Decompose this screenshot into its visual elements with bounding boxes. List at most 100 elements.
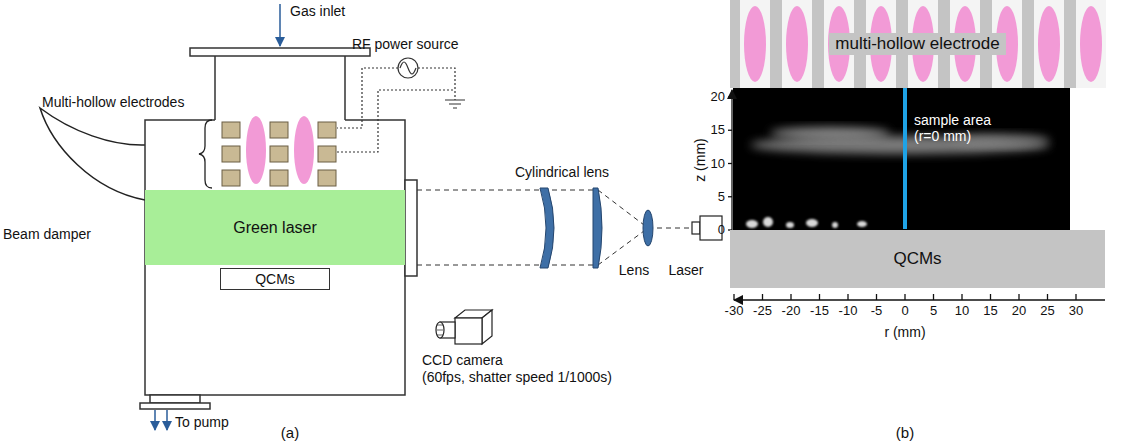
tick-label: -25 [753,304,772,319]
plasma-photo [806,219,818,227]
node-label: QCMs [255,271,295,287]
axes [1018,294,1019,300]
hollow-electrodes [270,146,288,162]
sample-line [905,88,906,229]
axes [728,96,732,97]
axes [790,294,791,300]
axes [762,294,763,300]
optics [540,188,554,268]
hollow-electrodes [222,146,240,162]
plasma-photo [746,217,867,228]
tick-label: -15 [810,304,829,319]
axes [731,90,732,230]
qcm-box: QCMs [220,268,330,290]
tick-label: 10 [955,304,969,319]
ccd-camera [482,310,492,344]
rf-circuit [445,100,465,108]
axes [733,294,734,300]
electrode-band-art [730,0,1105,88]
electrode-band-art [744,6,766,82]
hollow-electrodes [270,170,288,186]
hollow-electrodes [318,122,336,138]
gas-inlet-arrow [279,4,281,46]
node-label: multi-hollow electrode [829,33,1005,55]
optics [540,188,653,268]
electrode-band-art [730,0,1106,88]
part-label: Cylindrical lens [515,164,609,180]
ccd-camera [455,318,482,344]
rf-circuit [418,68,455,100]
ccd-camera [437,325,443,335]
electrode-band-art [1034,0,1064,88]
plasma-photo [746,220,758,228]
plasma-glow [294,116,314,184]
hollow-electrodes [222,122,336,186]
part-label: Laser [668,262,703,278]
hollow-electrodes [318,170,336,186]
axes [728,163,732,164]
axes [847,294,848,300]
sample-line [903,88,907,229]
axes [734,299,1105,300]
laser-beam-path [417,190,598,191]
tick-label: 20 [711,90,725,105]
axis-title: z (mm) [692,138,708,182]
plasma-photo [763,217,773,227]
plasma-photo [832,222,838,228]
axes [819,294,820,300]
axes [728,130,732,131]
tick-label: 0 [718,223,725,238]
electrode-band-art [782,0,812,88]
beam-damper [40,108,145,200]
plasma-glow [246,116,266,184]
tick-label: -30 [725,304,744,319]
electrode-band-art [740,0,770,88]
qcm-band: QCMs [730,230,1105,288]
tick-label: 5 [930,304,937,319]
electrode-band-art [1038,6,1060,82]
vacuum-chamber [150,395,200,403]
hollow-electrodes [222,170,240,186]
vacuum-chamber [190,48,370,56]
tick-label: -5 [871,304,883,319]
plasma-photo [857,221,867,227]
optics [593,188,602,268]
part-label: CCD camera [422,352,503,368]
hollow-electrodes [222,122,240,138]
electrode-band-art [1080,6,1102,82]
tick-label: 5 [718,189,725,204]
node-label: QCMs [893,249,941,269]
part-label: To pump [175,414,229,430]
rf-circuit [337,90,455,152]
electrode-band-art [786,6,808,82]
pump-arrows [155,410,167,430]
axis-title: r (mm) [884,324,925,340]
tick-label: 15 [983,304,997,319]
area-label: sample area (r=0 mm) [914,112,1010,144]
laser-source [692,222,700,234]
pump-arrows [166,410,168,430]
laser-source [692,216,722,240]
rf-circuit [398,58,418,78]
axes [1047,294,1048,300]
axes [876,294,877,300]
tick-label: 15 [711,123,725,138]
plasma-photo [733,88,1070,230]
tick-label: -10 [839,304,858,319]
axes [990,294,991,300]
pump-arrows [154,410,156,430]
ccd-camera [436,322,444,338]
part-label: (60fps, shatter speed 1/1000s) [422,369,612,385]
electrode-band: multi-hollow electrode [730,0,1105,88]
laser-beam-path [417,190,692,265]
vacuum-chamber [405,180,417,276]
hollow-electrodes [318,146,336,162]
optics [643,210,653,246]
vacuum-chamber [145,120,405,395]
rf-circuit [337,68,398,128]
part-label: Beam damper [3,226,91,242]
rf-circuit [337,58,465,152]
hollow-electrodes [270,122,288,138]
rf-circuit [400,62,416,74]
axes [904,294,905,300]
